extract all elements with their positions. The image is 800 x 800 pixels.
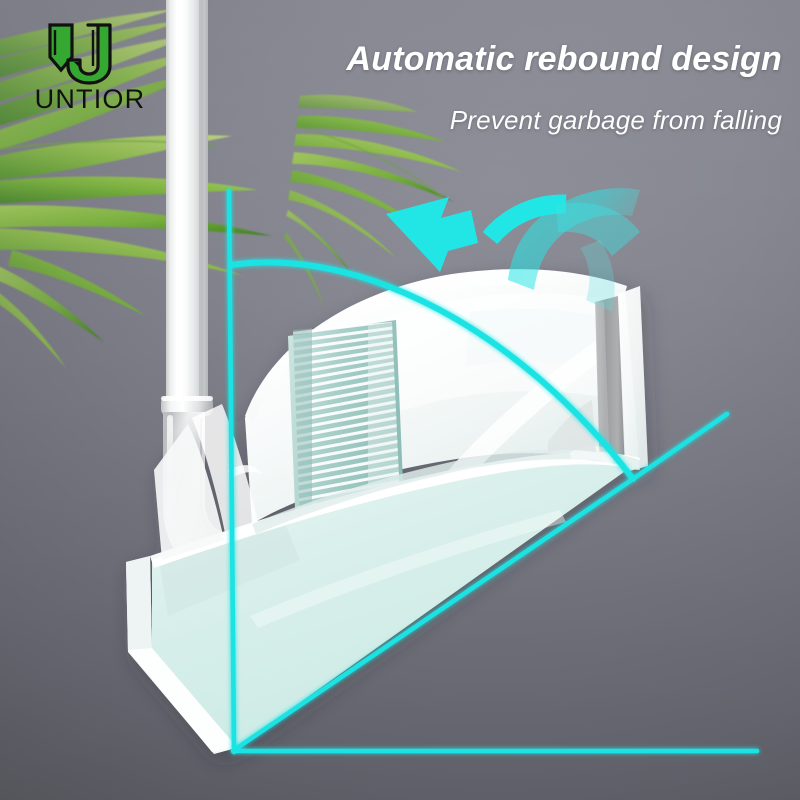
headline-subtitle: Prevent garbage from falling <box>449 105 782 135</box>
brand-wordmark: UNTIOR <box>34 84 146 114</box>
untior-u-monogram-icon <box>48 23 112 85</box>
headline-title: Automatic rebound design <box>346 40 782 78</box>
brand-logo[interactable]: UNTIOR <box>26 22 154 120</box>
